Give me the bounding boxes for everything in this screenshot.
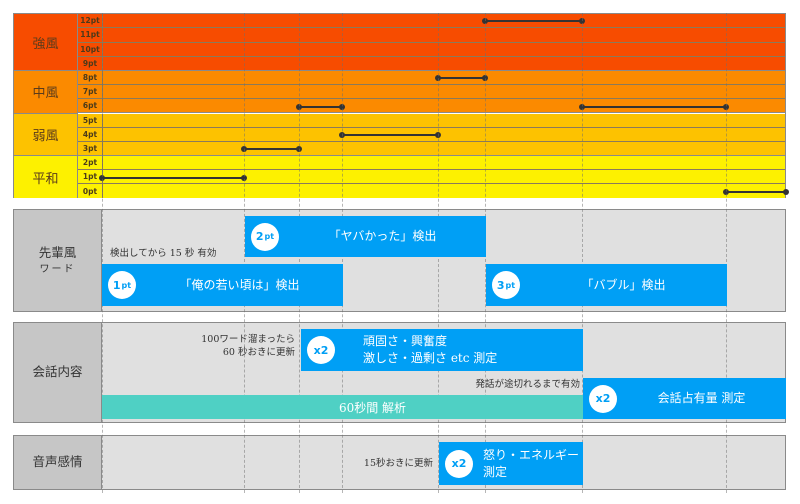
- bar-text: 「俺の若い頃は」検出: [179, 277, 300, 292]
- level-segment: [582, 105, 726, 108]
- level-point: [241, 174, 247, 181]
- validity-note: 検出してから 15 秒 有効: [110, 248, 217, 259]
- level-point: [339, 131, 345, 138]
- update-note-line2: 60 秒おきに更新: [222, 346, 295, 358]
- section-label: 音声感情: [14, 436, 102, 489]
- bar-text: 怒り・エネルギー 測定: [473, 447, 583, 481]
- level-segment: [485, 20, 582, 23]
- level-point: [296, 146, 302, 153]
- bar-text: 「バブル」検出: [581, 277, 666, 292]
- bar-text-line1: 頑固さ・興奮度: [363, 334, 448, 349]
- band-label-strong: 強風: [32, 36, 59, 52]
- band-label-medium: 中風: [32, 86, 59, 102]
- bar-text: 頑固さ・興奮度 激しさ・過剰さ etc 測定: [335, 333, 583, 367]
- level-point: [482, 75, 488, 82]
- bar-text-line2: 激しさ・過剰さ etc 測定: [363, 351, 498, 365]
- level-segment: [438, 77, 485, 80]
- measure-bar-anger-energy: x2 怒り・エネルギー 測定: [439, 442, 583, 485]
- level-point: [339, 103, 345, 110]
- update-note: 100ワード溜まったら 60 秒おきに更新: [201, 334, 295, 360]
- level-point: [435, 75, 441, 82]
- level-point: [482, 18, 488, 25]
- band-strong: 強風: [14, 14, 78, 71]
- wind-level-chart: 強風 中風 弱風 平和 12pt 11pt 10pt 9pt 8pt 7pt 6…: [13, 13, 789, 198]
- level-segment: [342, 133, 438, 136]
- multiplier-badge: x2: [307, 336, 335, 364]
- multiplier-badge: x2: [445, 449, 473, 478]
- analysis-bar-60s: 60秒間 解析: [102, 395, 583, 419]
- level-segment: [299, 105, 342, 108]
- level-point: [783, 188, 789, 195]
- section-subtitle: ワード: [39, 264, 76, 276]
- measure-bar-occupancy: x2 会話占有量 測定: [583, 378, 786, 419]
- level-point: [579, 18, 585, 25]
- band-label-calm: 平和: [32, 171, 59, 187]
- section-voice-emotion: 音声感情 15秒おきに更新 x2 怒り・エネルギー 測定: [13, 435, 786, 490]
- section-label: 会話内容: [14, 323, 102, 422]
- bar-text: 60秒間 解析: [338, 400, 407, 415]
- level-segment: [244, 148, 299, 151]
- level-point: [723, 103, 729, 110]
- band-label-weak: 弱風: [32, 128, 59, 144]
- level-plot: [14, 14, 789, 197]
- bar-text: 会話占有量 測定: [657, 391, 746, 406]
- level-segment: [102, 176, 244, 179]
- update-note: 15秒おきに更新: [363, 458, 433, 469]
- section-conversation: 会話内容 100ワード溜まったら 60 秒おきに更新 x2 頑固さ・興奮度 激し…: [13, 322, 786, 423]
- validity-note: 発話が途切れるまで有効: [475, 379, 580, 390]
- level-point: [99, 174, 105, 181]
- multiplier-badge: x2: [589, 384, 617, 413]
- section-label: 先輩風 ワード: [14, 210, 102, 311]
- section-title: 会話内容: [32, 364, 83, 380]
- bar-text: 「ヤバかった」検出: [328, 229, 437, 244]
- level-point: [723, 188, 729, 195]
- level-segment: [726, 190, 786, 193]
- level-point: [435, 131, 441, 138]
- section-title: 音声感情: [32, 454, 83, 470]
- level-point: [579, 103, 585, 110]
- band-calm: 平和: [14, 156, 78, 198]
- bar-text-line1: 怒り・エネルギー: [483, 447, 580, 462]
- measure-bar-stubbornness: x2 頑固さ・興奮度 激しさ・過剰さ etc 測定: [301, 329, 583, 371]
- update-note-line1: 100ワード溜まったら: [201, 334, 295, 345]
- section-title: 先輩風: [38, 244, 77, 260]
- bar-text-line2: 測定: [483, 464, 508, 479]
- band-weak: 弱風: [14, 113, 78, 156]
- level-point: [241, 146, 247, 153]
- band-medium: 中風: [14, 71, 78, 114]
- level-point: [296, 103, 302, 110]
